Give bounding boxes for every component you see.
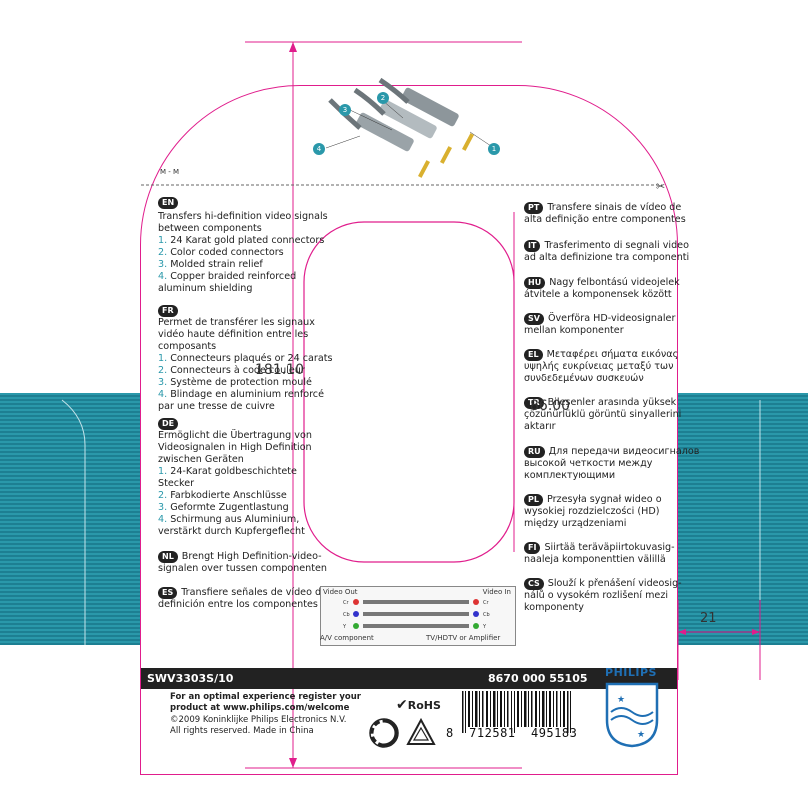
package-card [140, 85, 678, 775]
brand-name: PHILIPS [605, 666, 657, 679]
lang-badge: ES [158, 587, 178, 599]
svg-text:✂: ✂ [656, 180, 665, 193]
lang-badge: CS [524, 578, 544, 590]
callout-1: 1 [488, 143, 500, 155]
register-line-2: product at www.philips.com/welcome [170, 703, 350, 713]
dim-height: 181.10 [255, 362, 304, 378]
barcode-digits: 8 712581 495183 [446, 726, 578, 740]
register-line-1: For an optimal experience register your [170, 692, 361, 702]
mm-label: M - M [160, 168, 180, 176]
lang-badge: FI [524, 542, 541, 554]
philips-logo: PHILIPS ★ ★ [598, 666, 664, 750]
lang-badge: HU [524, 277, 546, 289]
svg-text:★: ★ [637, 730, 645, 740]
section-en: EN Transfers hi-definition video signals… [158, 197, 328, 294]
lang-badge: NL [158, 551, 178, 563]
diagram-left-label: A/V component [320, 634, 374, 642]
lang-badge: RU [524, 446, 545, 458]
check-icon: ✔ [396, 697, 408, 713]
lang-badge: PT [524, 202, 544, 214]
lang-badge: EN [158, 197, 179, 209]
rohs-mark: ✔RoHS [396, 697, 441, 713]
connection-diagram: Video Out Video In Cr Cb Y Cr Cb Y [320, 586, 516, 646]
lang-badge: FR [158, 305, 178, 317]
rights-line: All rights reserved. Made in China [170, 726, 314, 736]
section-de: DE Ermöglicht die Übertragung von Videos… [158, 418, 312, 537]
copyright-line: ©2009 Koninklijke Philips Electronics N.… [170, 715, 347, 725]
lang-badge: DE [158, 418, 179, 430]
lang-badge: TR [524, 397, 544, 409]
dim-side: 21 [700, 611, 717, 626]
lang-badge: PL [524, 494, 543, 506]
recycle-icon [406, 717, 436, 745]
lang-badge: SV [524, 313, 544, 325]
diagram-right-label: TV/HDTV or Amplifier [426, 634, 501, 642]
model-number: SWV3303S/10 [147, 672, 234, 685]
callout-3: 3 [339, 104, 351, 116]
callout-4: 4 [313, 143, 325, 155]
rca-cable-image [325, 77, 495, 178]
barcode [462, 691, 571, 733]
callout-2: 2 [377, 92, 389, 104]
green-dot-icon [369, 718, 399, 748]
dim-width: 86.00 [530, 398, 571, 414]
lang-badge: EL [524, 349, 543, 361]
product-code: 8670 000 55105 [488, 672, 588, 685]
lang-badge: IT [524, 240, 541, 252]
svg-text:★: ★ [617, 695, 625, 705]
model-bar: SWV3303S/10 8670 000 55105 [141, 668, 677, 689]
section-fr: FR Permet de transférer les signaux vidé… [158, 305, 333, 412]
philips-shield-icon: ★ ★ [605, 682, 659, 748]
